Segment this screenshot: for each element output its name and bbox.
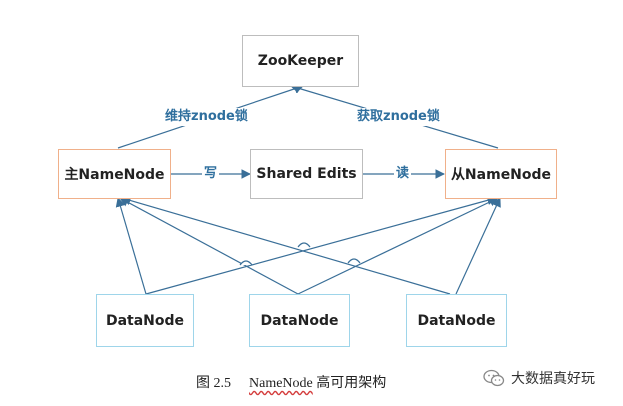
figure-title-namenode: NameNode [249,376,313,391]
watermark: 大数据真好玩 [483,368,595,388]
line-jump [297,242,311,248]
line-jump [239,260,253,266]
maintain-lock-label: 维持znode锁 [163,108,250,126]
datanode-label: DataNode [417,312,496,329]
datanode-2: DataNode [249,294,350,347]
datanode1-to-active-edge [115,197,147,295]
figure-number: 图 2.5 [196,376,231,391]
standby-namenode-label: 从NameNode [450,167,552,183]
wechat-icon [483,369,505,387]
zookeeper-node: ZooKeeper [242,35,359,87]
read-label: 读 [394,165,412,183]
zookeeper-label: ZooKeeper [257,53,344,69]
datanode2-to-standby-edge [297,197,499,295]
figure-caption: 图 2.5 NameNode 高可用架构 [196,372,386,392]
acquire-lock-label: 获取znode锁 [355,108,442,126]
datanode-1: DataNode [96,294,194,347]
standby-namenode-node: 从NameNode [445,149,557,199]
figure-title-rest: 高可用架构 [312,376,387,391]
shared-edits-label: Shared Edits [256,166,357,182]
datanode-label: DataNode [260,312,339,329]
shared-edits-node: Shared Edits [250,149,363,199]
line-jump [347,258,361,264]
write-label: 写 [202,165,220,183]
active-namenode-node: 主NameNode [58,149,171,199]
datanode-3: DataNode [406,294,507,347]
datanode3-to-active-edge [121,195,451,295]
datanode1-to-standby-edge [145,195,497,295]
datanode3-to-standby-edge [455,197,501,295]
active-namenode-label: 主NameNode [64,167,165,183]
datanode2-to-active-edge [119,197,299,295]
datanode-label: DataNode [105,312,185,329]
watermark-text: 大数据真好玩 [511,371,595,387]
